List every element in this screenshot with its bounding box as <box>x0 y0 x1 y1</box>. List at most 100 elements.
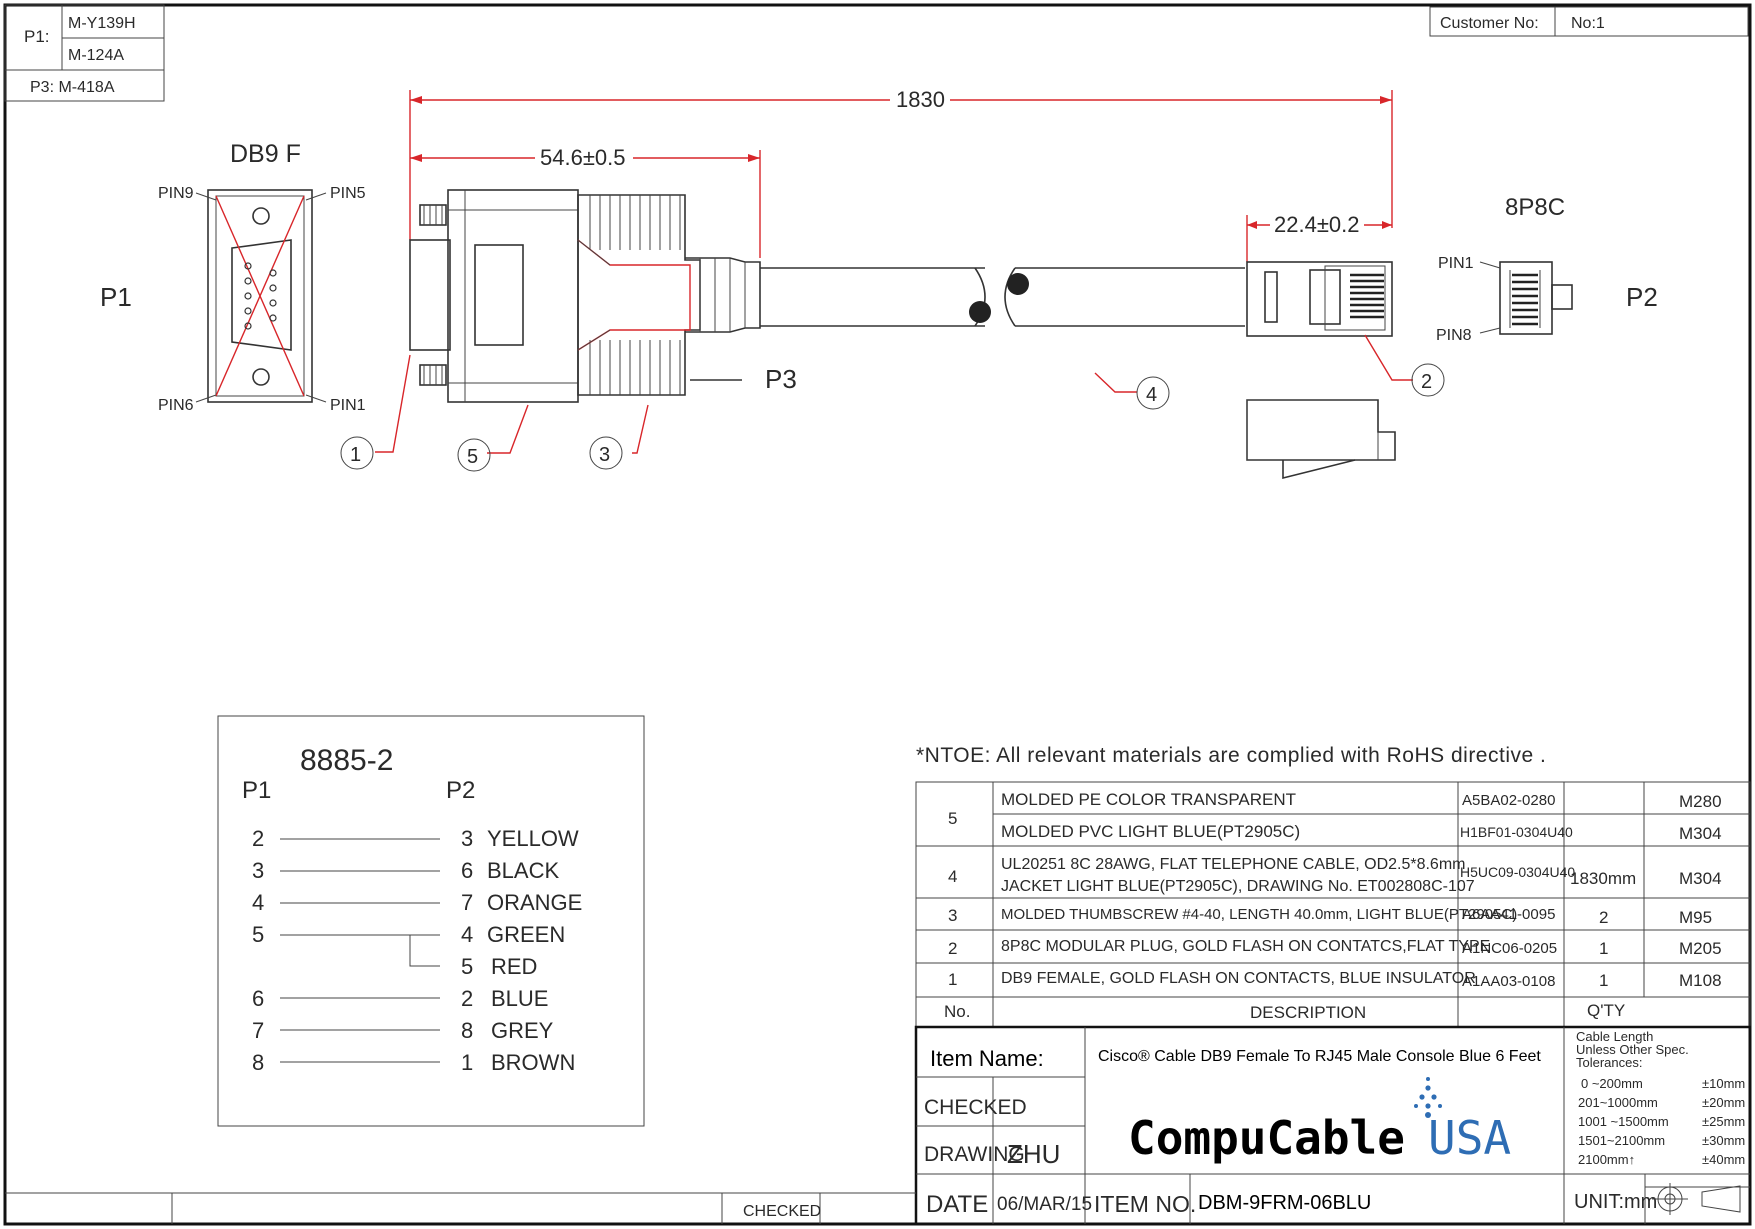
bottom-revision-strip <box>5 1192 916 1224</box>
tol-range: 1001 ~1500mm <box>1578 1114 1669 1129</box>
bom-description: MOLDED THUMBSCREW #4-40, LENGTH 40.0mm, … <box>1001 906 1517 923</box>
bom-description: UL20251 8C 28AWG, FLAT TELEPHONE CABLE, … <box>1001 856 1465 873</box>
bom-qty: 2 <box>1599 908 1608 927</box>
wiring-color: BLUE <box>491 986 548 1011</box>
bom-no: 3 <box>948 906 957 925</box>
tol-title-3: Tolerances: <box>1576 1055 1642 1070</box>
bom-rows: 5 MOLDED PE COLOR TRANSPARENT A5BA02-028… <box>944 790 1722 1022</box>
wiring-p2-pin: 7 <box>461 890 473 915</box>
wiring-color: RED <box>491 954 537 979</box>
bom-code: H1BF01-0304U40 <box>1460 824 1573 840</box>
db9-pin5-label: PIN5 <box>330 185 366 202</box>
unit-label: UNIT:mm <box>1574 1191 1657 1213</box>
item-no-label: ITEM NO. <box>1094 1191 1196 1217</box>
bom-description: DB9 FEMALE, GOLD FLASH ON CONTACTS, BLUE… <box>1001 970 1476 987</box>
rj45-perspective-sketch <box>1246 399 1396 480</box>
callout-4: 4 <box>1146 384 1157 406</box>
p1-code-a: M-Y139H <box>68 15 136 32</box>
drawing-label: DRAWING <box>924 1143 1025 1166</box>
callout-1: 1 <box>350 444 361 466</box>
wiring-part-number: 8885-2 <box>300 744 393 777</box>
wiring-color: YELLOW <box>487 826 579 851</box>
bom-ref: M95 <box>1679 908 1712 927</box>
wiring-p2-pin: 8 <box>461 1018 473 1043</box>
db9-pin6-label: PIN6 <box>158 397 194 414</box>
dim-rj45-length: 22.4±0.2 <box>1274 212 1359 237</box>
wiring-p2-header: P2 <box>446 777 475 804</box>
wiring-color: GREY <box>491 1018 554 1043</box>
item-name: Cisco® Cable DB9 Female To RJ45 Male Con… <box>1098 1048 1541 1065</box>
logo-usa: USA <box>1428 1111 1511 1165</box>
p1-end-label: P1 <box>100 282 132 312</box>
bom-code: A1AA03-0108 <box>1462 973 1555 990</box>
drawing-by: ZHU <box>1007 1139 1060 1169</box>
db9-title: DB9 F <box>230 140 301 168</box>
bom-qty: 1 <box>1599 939 1608 958</box>
dim-db9-length: 54.6±0.5 <box>540 145 625 170</box>
customer-box: Customer No: No:1 <box>1429 6 1749 37</box>
p3-label: P3 <box>765 364 797 394</box>
rj45-pin8-label: PIN8 <box>1436 327 1472 344</box>
part-code-box: P1: M-Y139H M-124A P3: M-418A <box>4 4 165 102</box>
bom-no: 5 <box>948 809 957 828</box>
wiring-p2-pin: 5 <box>461 954 473 979</box>
bom-description: MOLDED PE COLOR TRANSPARENT <box>1001 790 1296 809</box>
bill-of-materials-grid <box>915 781 1751 1028</box>
wiring-p1-pin: 5 <box>252 922 264 947</box>
logo-dots-icon <box>1414 1077 1442 1118</box>
callout-5: 5 <box>467 446 478 468</box>
bom-ref: M304 <box>1679 824 1722 843</box>
wiring-p1-pin: 6 <box>252 986 264 1011</box>
tol-value: ±40mm <box>1702 1152 1745 1167</box>
callout-2: 2 <box>1421 371 1432 393</box>
wiring-p2-pin: 1 <box>461 1050 473 1075</box>
wiring-color: BROWN <box>491 1050 575 1075</box>
p3-code: P3: M-418A <box>30 79 115 96</box>
bom-code: A1NC06-0205 <box>1462 940 1557 957</box>
wiring-p2-pin: 3 <box>461 826 473 851</box>
wiring-color: ORANGE <box>487 890 582 915</box>
bom-ref: M280 <box>1679 792 1722 811</box>
tol-range: 201~1000mm <box>1578 1095 1658 1110</box>
callout-balloons <box>340 334 1445 472</box>
db9-connector-side-view <box>409 189 1245 403</box>
tol-value: ±30mm <box>1702 1133 1745 1148</box>
rj45-plug-side-view <box>1246 261 1393 337</box>
item-name-label: Item Name: <box>930 1046 1044 1071</box>
rj45-pin1-label: PIN1 <box>1438 255 1474 272</box>
p1-label: P1: <box>24 27 50 46</box>
tol-range: 2100mm↑ <box>1578 1152 1635 1167</box>
bom-no: 4 <box>948 867 957 886</box>
date-label: DATE <box>926 1191 988 1218</box>
db9-pin9-label: PIN9 <box>158 185 194 202</box>
tol-value: ±20mm <box>1702 1095 1745 1110</box>
wiring-rows: 2 3 YELLOW 3 6 BLACK 4 7 ORANGE 5 4 GREE… <box>252 826 582 1075</box>
bom-header-qty: Q'TY <box>1587 1001 1625 1020</box>
wiring-p2-pin: 4 <box>461 922 473 947</box>
wiring-p2-pin: 2 <box>461 986 473 1011</box>
dimension-lines <box>409 90 1393 262</box>
checked-label: CHECKED <box>924 1096 1027 1119</box>
wiring-p1-header: P1 <box>242 777 271 804</box>
item-no: DBM-9FRM-06BLU <box>1198 1192 1371 1214</box>
bom-description: MOLDED PVC LIGHT BLUE(PT2905C) <box>1001 822 1300 841</box>
bom-no: 2 <box>948 939 957 958</box>
tol-value: ±25mm <box>1702 1114 1745 1129</box>
bom-qty: 1 <box>1599 971 1608 990</box>
customer-label: Customer No: <box>1440 15 1539 32</box>
wiring-color: BLACK <box>487 858 559 883</box>
wiring-color: GREEN <box>487 922 565 947</box>
db9-face-view <box>195 189 327 403</box>
callout-3: 3 <box>599 444 610 466</box>
rj45-front-view <box>1479 261 1573 335</box>
sheet-border <box>3 3 1752 1226</box>
tol-value: ±10mm <box>1702 1076 1745 1091</box>
bom-header-no: No. <box>944 1002 970 1021</box>
bottom-checked-label: CHECKED <box>743 1203 821 1220</box>
p1-code-b: M-124A <box>68 47 124 64</box>
wiring-p2-pin: 6 <box>461 858 473 883</box>
compucable-logo: CompuCable USA <box>1128 1077 1511 1165</box>
bom-ref: M108 <box>1679 971 1722 990</box>
